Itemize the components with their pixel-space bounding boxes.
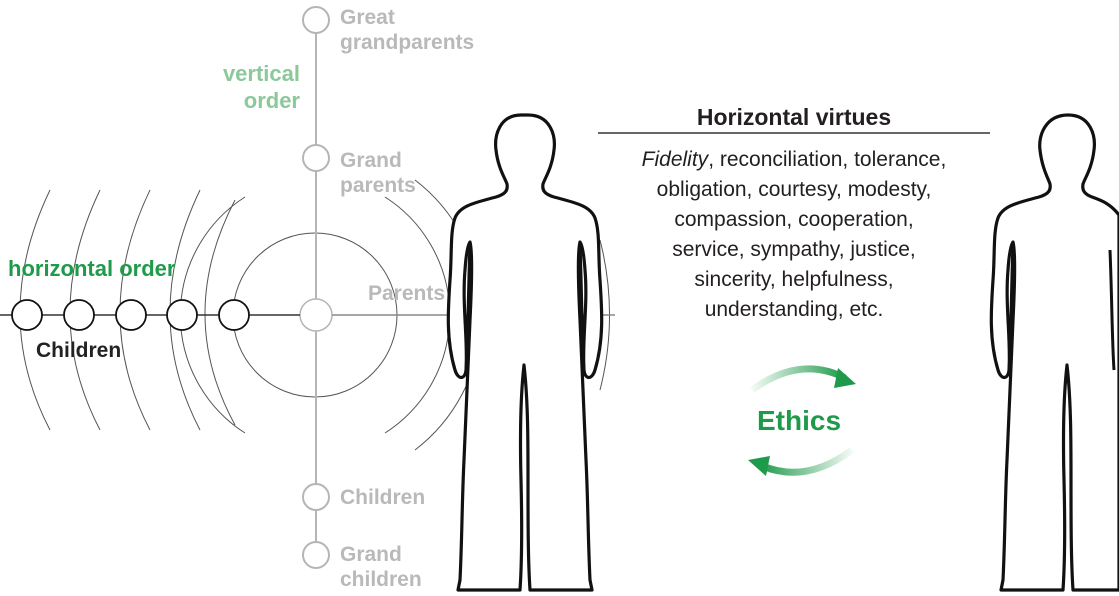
virtues-line-1: Fidelity, reconciliation, tolerance, (585, 145, 1003, 175)
vertical-order-label: vertical order (190, 60, 300, 114)
label-parents: Parents (368, 282, 446, 305)
node-parents (299, 298, 333, 332)
sibling-node (115, 299, 147, 331)
grandparents-line1: Grand (340, 149, 402, 172)
node-grandparents (302, 144, 330, 172)
great-grandparents-line1: Great (340, 6, 395, 29)
siblings-label: Children (36, 339, 122, 362)
arrowhead-bottom (748, 456, 770, 476)
sibling-node (63, 299, 95, 331)
label-grandchildren: Grand children (340, 542, 422, 592)
arrow-bottom (758, 447, 855, 476)
virtues-list: Fidelity, reconciliation, tolerance, obl… (585, 145, 1003, 325)
person-figure-right (989, 113, 1119, 592)
virtues-title: Horizontal virtues (696, 104, 892, 130)
sibling-node (166, 299, 198, 331)
node-children (302, 483, 330, 511)
person-left-arm-lines (464, 241, 586, 371)
label-grandparents: Grand parents (340, 148, 416, 198)
vertical-order-line1: vertical (222, 61, 300, 86)
virtues-line-2: obligation, courtesy, modesty, (656, 178, 932, 201)
node-great-grandparents (302, 6, 330, 34)
grandparents-line2: parents (340, 174, 416, 197)
sibling-node (11, 299, 43, 331)
person-right-arm-lines (1007, 241, 1116, 371)
arrow-top (749, 365, 847, 393)
arrowhead-top (834, 368, 856, 388)
grandchildren-line1: Grand (340, 543, 402, 566)
vertical-order-line2: order (243, 88, 300, 113)
label-great-grandparents: Great grandparents (340, 5, 474, 55)
ethics-label: Ethics (757, 405, 842, 436)
virtues-line-4: service, sympathy, justice, (672, 238, 916, 261)
horizontal-order-label: horizontal order (8, 256, 176, 281)
grandchildren-line2: children (340, 568, 422, 591)
virtues-line-6: understanding, etc. (704, 298, 884, 321)
virtues-line-3: compassion, cooperation, (674, 208, 914, 231)
virtues-italic-word: Fidelity (641, 148, 709, 171)
vertical-axis (299, 6, 333, 569)
sibling-node (218, 299, 250, 331)
person-figure-left (446, 113, 604, 592)
ethics-cycle-arrows (748, 365, 856, 476)
virtues-line-5: sincerity, helpfulness, (694, 268, 894, 291)
label-children-vertical: Children (340, 486, 426, 509)
great-grandparents-line2: grandparents (340, 31, 475, 54)
virtues-line-1-rest: , reconciliation, tolerance, (708, 148, 947, 171)
node-grandchildren (302, 541, 330, 569)
